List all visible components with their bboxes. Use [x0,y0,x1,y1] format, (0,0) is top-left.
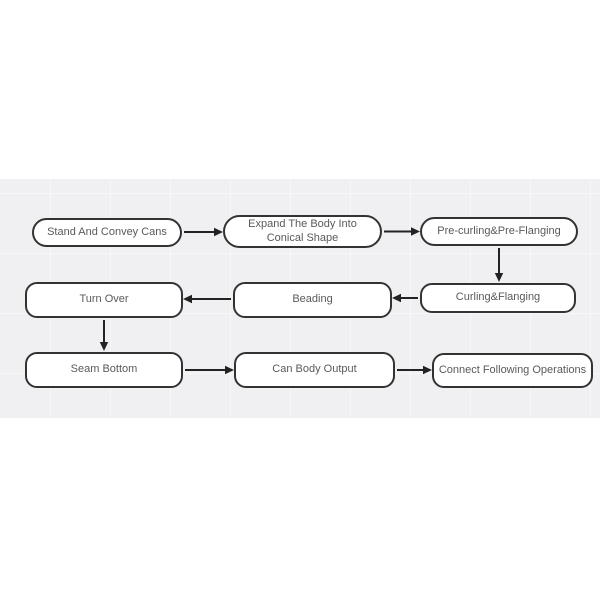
node-connect-following-operations: Connect Following Operations [432,353,593,388]
node-label: Seam Bottom [70,363,138,376]
node-label: Can Body Output [272,363,357,376]
node-label: Beading [292,293,333,306]
node-label: Turn Over [79,293,129,306]
node-label: Curling&Flanging [455,291,541,304]
node-seam-bottom: Seam Bottom [25,352,183,388]
node-can-body-output: Can Body Output [234,352,395,388]
node-expand-body-conical-shape: Expand The Body Into Conical Shape [223,215,382,248]
node-turn-over: Turn Over [25,282,183,318]
node-stand-and-convey-cans: Stand And Convey Cans [32,218,182,247]
node-label: Connect Following Operations [438,363,587,376]
node-curling-flanging: Curling&Flanging [420,283,576,313]
node-label: Stand And Convey Cans [47,225,167,238]
node-label: Pre-curling&Pre-Flanging [437,224,561,237]
node-pre-curling-pre-flanging: Pre-curling&Pre-Flanging [420,217,578,246]
node-label: Expand The Body Into Conical Shape [248,217,357,244]
node-beading: Beading [233,282,392,318]
